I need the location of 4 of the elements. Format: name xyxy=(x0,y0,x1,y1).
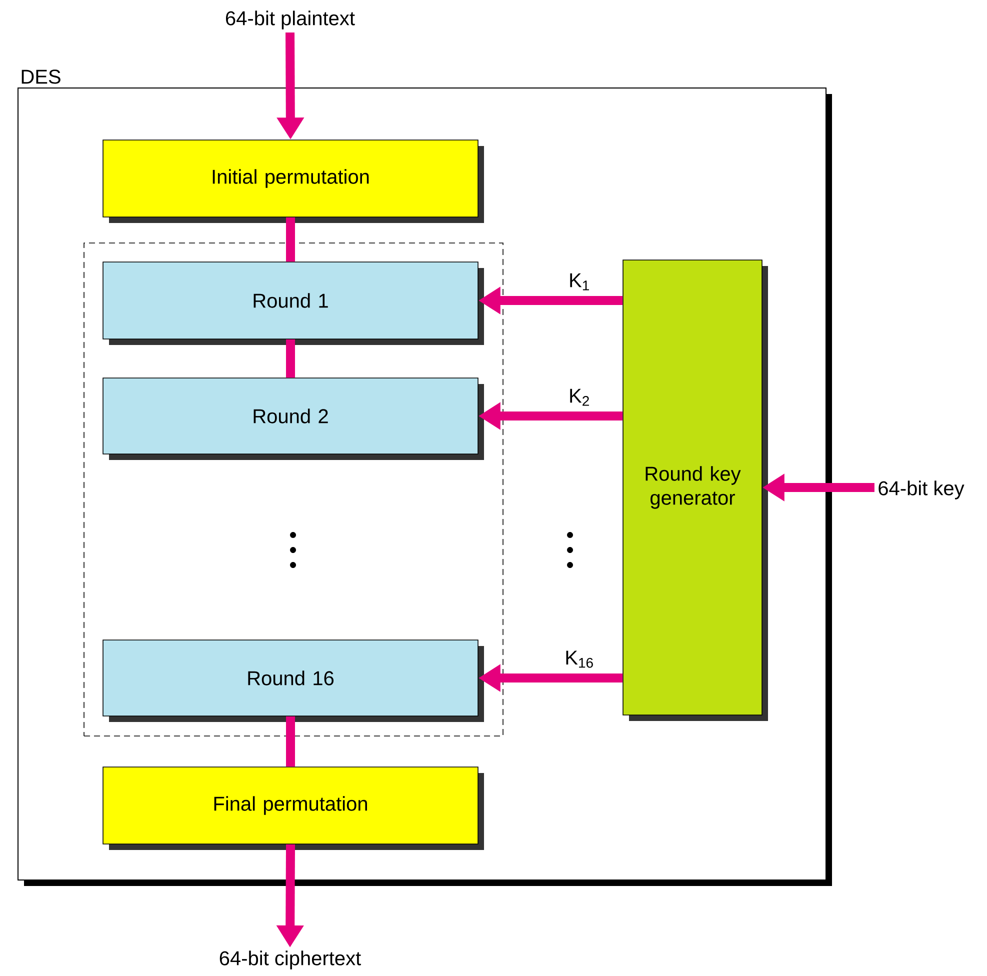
io-label: 64-bit key xyxy=(878,480,964,500)
io-label: 64-bit ciphertext xyxy=(220,950,361,970)
io-label: 64-bit plaintext xyxy=(226,10,355,30)
frame-title: DES xyxy=(22,70,60,84)
